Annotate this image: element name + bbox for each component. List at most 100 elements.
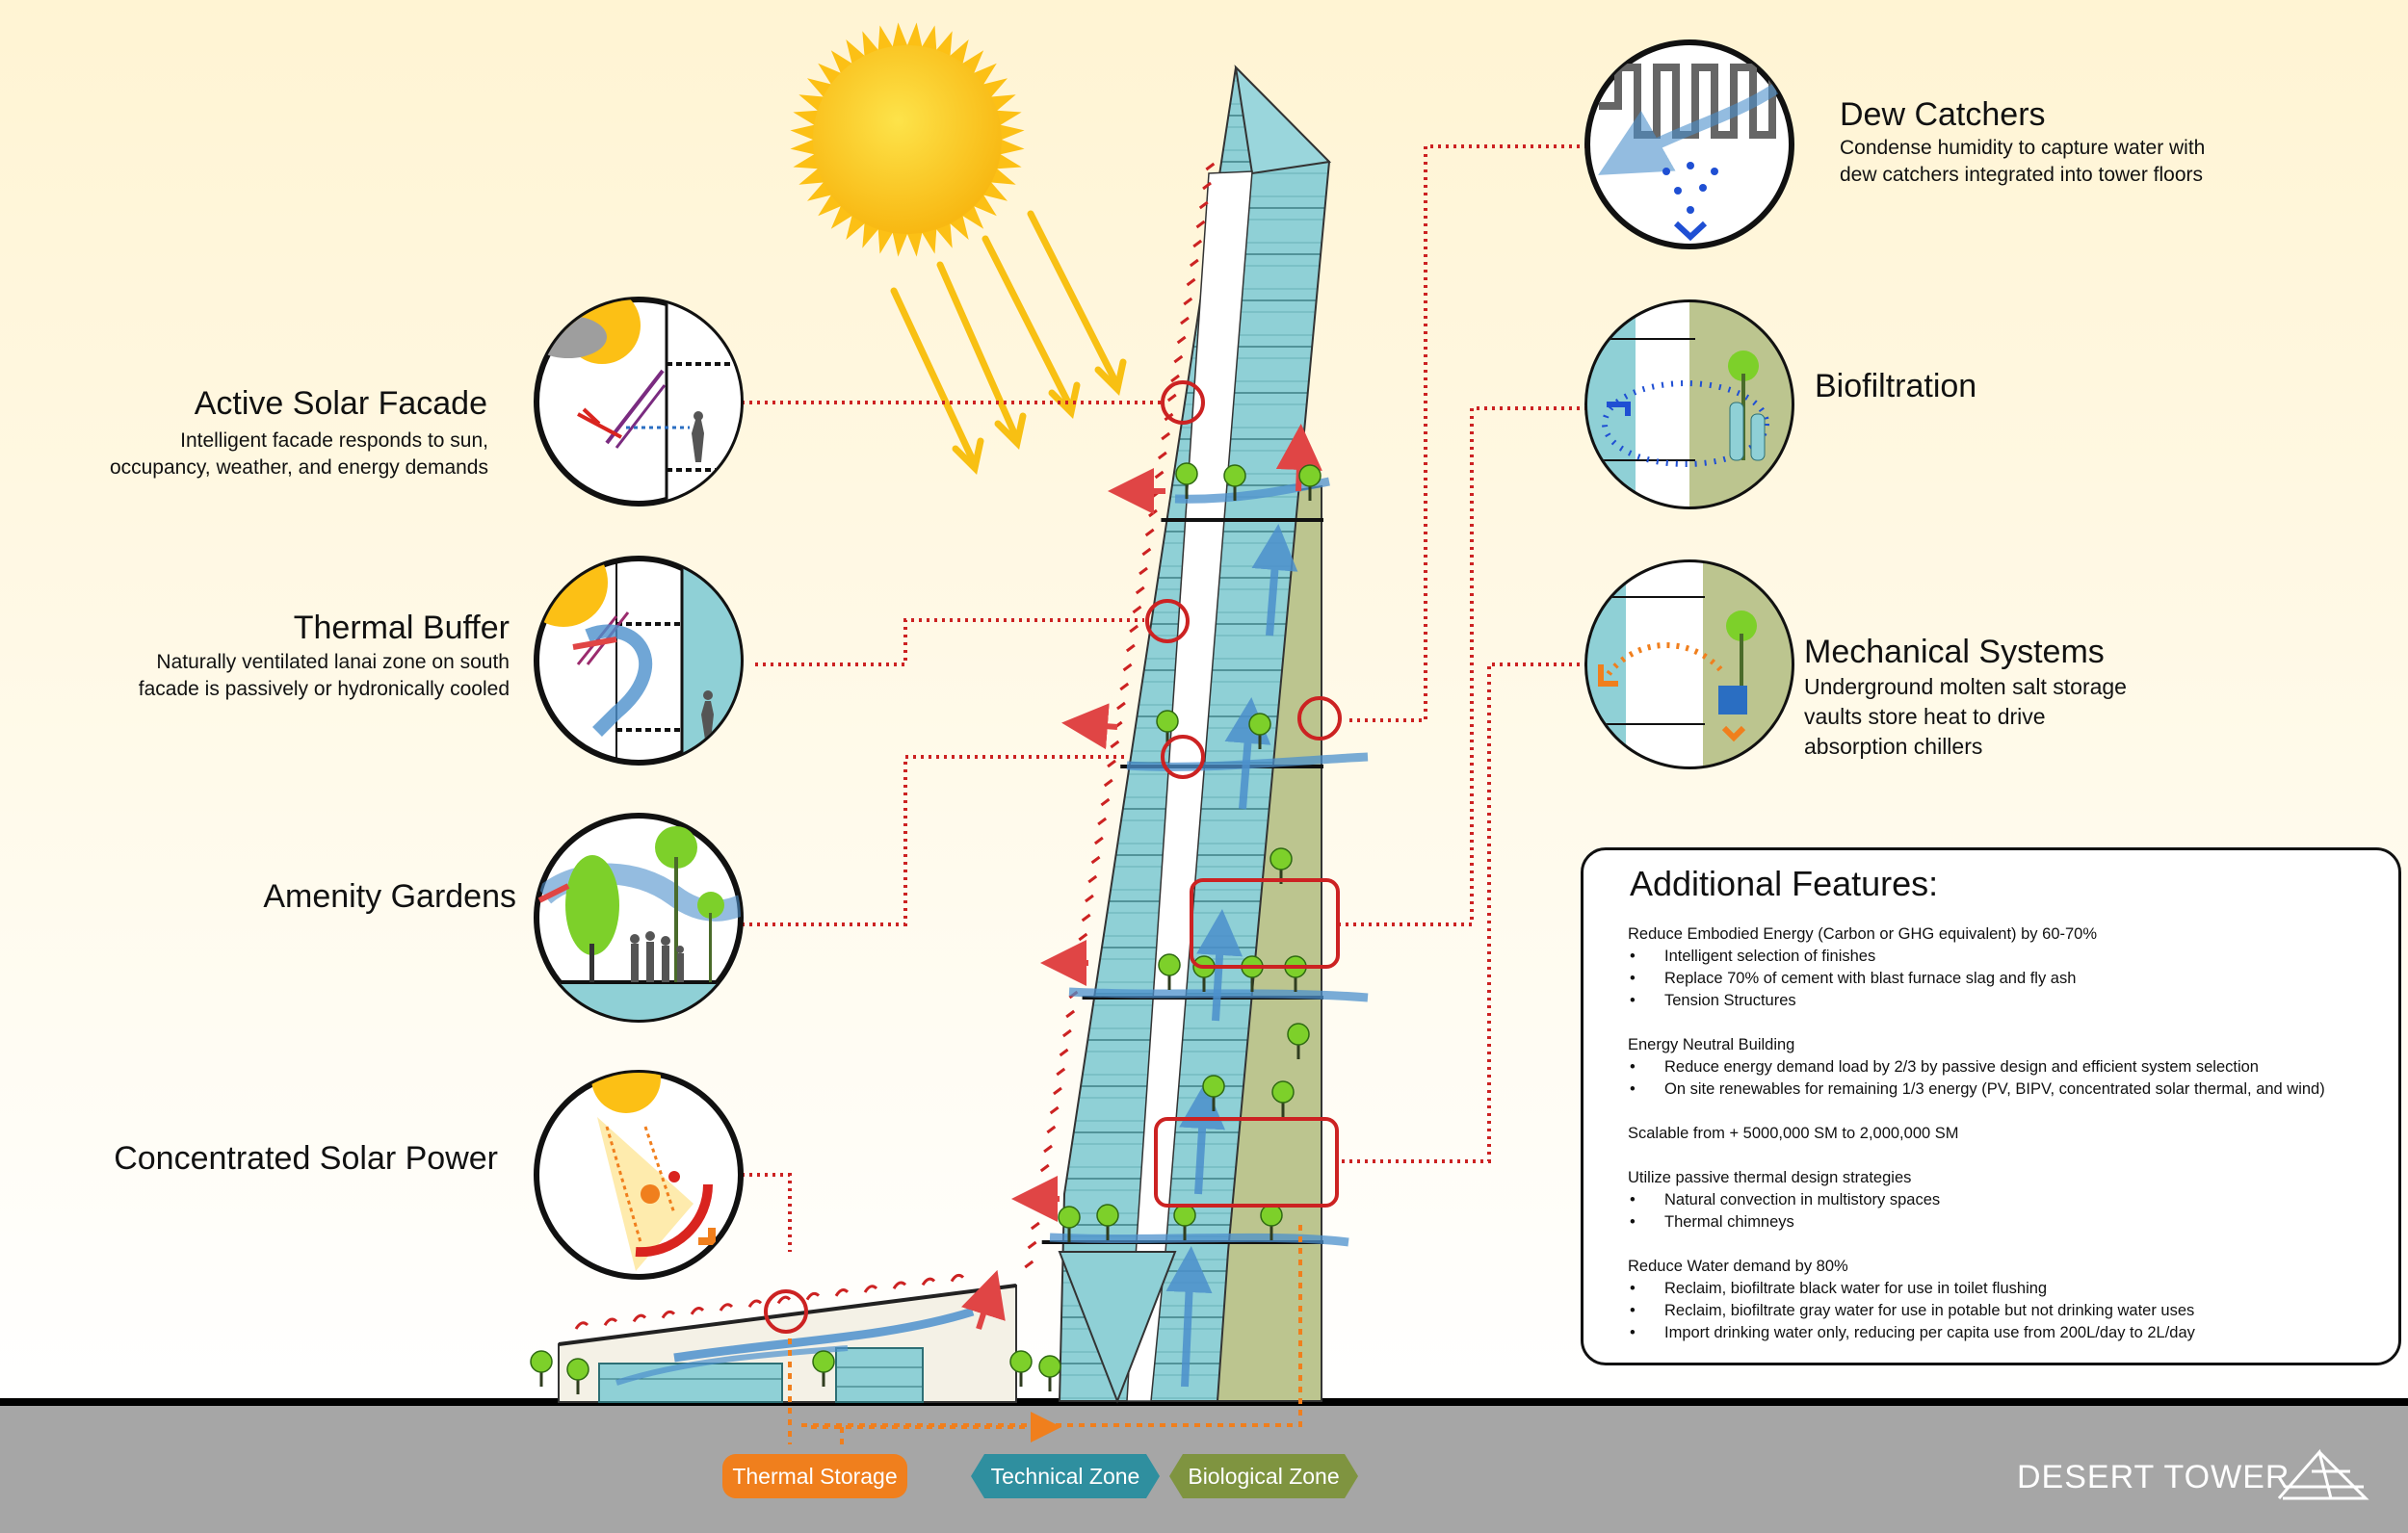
- sunshade-fin: [1093, 836, 1104, 845]
- sunshade-fin: [1039, 1163, 1050, 1173]
- sunshade-fin: [1046, 1125, 1057, 1134]
- sunshade-fin: [1198, 200, 1209, 210]
- feature-group: Reduce Water demand by 80% Reclaim, biofi…: [1628, 1256, 2379, 1344]
- mechanical-systems-line-2: vaults store heat to drive: [1804, 704, 2046, 729]
- sunshade-fin: [1043, 1144, 1053, 1154]
- sunshade-fin: [1107, 759, 1116, 768]
- podium-building: [558, 1273, 1017, 1403]
- tree-icon: [1175, 462, 1198, 499]
- sunshade-fin: [1161, 431, 1171, 441]
- sunshade-fin: [1085, 894, 1094, 903]
- feature-heading: Utilize passive thermal design strategie…: [1628, 1169, 1912, 1186]
- sunshade-fin: [574, 1321, 589, 1330]
- tree-icon: [1009, 1350, 1033, 1387]
- feature-group: Utilize passive thermal design strategie…: [1628, 1167, 2379, 1234]
- feature-bullet: Reclaim, biofiltrate gray water for use …: [1628, 1300, 2379, 1322]
- sunshade-fin: [892, 1281, 907, 1290]
- feature-bullet: Tension Structures: [1628, 990, 2379, 1012]
- tree-icon: [1287, 1023, 1310, 1059]
- feature-heading: Reduce Water demand by 80%: [1628, 1258, 1848, 1275]
- sunshade-fin: [834, 1288, 850, 1297]
- tree-icon: [1271, 1080, 1295, 1117]
- sunshade-fin: [921, 1277, 936, 1286]
- feature-bullet: Reduce energy demand load by 2/3 by pass…: [1628, 1056, 2379, 1078]
- sunshade-fin: [1132, 605, 1142, 614]
- sunshade-fin: [1030, 1221, 1040, 1231]
- thermal-buffer-line-1: Naturally ventilated lanai zone on south: [156, 651, 510, 673]
- dew-catchers-title: Dew Catchers: [1840, 96, 2046, 133]
- sunshade-fin: [1122, 663, 1133, 672]
- sunshade-fin: [1061, 1028, 1072, 1038]
- sunshade-fin: [1059, 1048, 1069, 1057]
- feature-bullet: Thermal chimneys: [1628, 1211, 2379, 1234]
- sun-icon: [790, 22, 1025, 257]
- desert-tower-brand: DESERT TOWER: [2017, 1459, 2290, 1495]
- highlight-markers: [764, 380, 1342, 1334]
- tree-icon: [1298, 464, 1322, 501]
- feature-heading: Energy Neutral Building: [1628, 1036, 1795, 1053]
- sunshade-fin: [1139, 566, 1148, 576]
- sunshade-fin: [661, 1310, 676, 1319]
- feature-bullet: On site renewables for remaining 1/3 ene…: [1628, 1078, 2379, 1101]
- mechanical-systems-line-3: absorption chillers: [1804, 734, 1983, 759]
- amenity-gardens-title: Amenity Gardens: [263, 878, 516, 915]
- feature-bullets: Reclaim, biofiltrate black water for use…: [1628, 1278, 2379, 1344]
- sunshade-fin: [1027, 1240, 1037, 1250]
- sunshade-fin: [1103, 778, 1113, 788]
- biofiltration-title: Biofiltration: [1815, 368, 1977, 404]
- additional-features-panel: Additional Features: Reduce Embodied Ene…: [1581, 847, 2401, 1365]
- sunshade-fin: [1205, 162, 1216, 171]
- sunshade-fin: [1192, 239, 1203, 248]
- feature-heading: Scalable from + 5000,000 SM to 2,000,000…: [1628, 1125, 1959, 1142]
- tree-icon: [1156, 710, 1179, 746]
- additional-features-list: Reduce Embodied Energy (Carbon or GHG eq…: [1628, 923, 2379, 1366]
- sunshade-fin: [1065, 1009, 1076, 1019]
- callout-concentrated-solar-power: [534, 1070, 744, 1280]
- sunshade-fin: [1157, 451, 1167, 460]
- sunshade-fin: [1183, 297, 1193, 306]
- concentrated-solar-power-title: Concentrated Solar Power: [114, 1140, 498, 1177]
- sunshade-fin: [1090, 855, 1101, 865]
- sunshade-fin: [1087, 874, 1098, 884]
- active-solar-facade-line-2: occupancy, weather, and energy demands: [109, 456, 488, 479]
- mechanical-systems-desc: Underground molten salt storage vaults s…: [1804, 672, 2228, 762]
- sunshade-fin: [1097, 817, 1108, 826]
- sunshade-fin: [1202, 181, 1212, 191]
- thermal-storage-label: Thermal Storage: [722, 1454, 907, 1498]
- tower: [530, 65, 1369, 1404]
- feature-bullet: Natural convection in multistory spaces: [1628, 1189, 2379, 1211]
- sunshade-fin: [747, 1299, 763, 1309]
- feature-bullets: Intelligent selection of finishesReplace…: [1628, 946, 2379, 1012]
- sunshade-fin: [719, 1303, 734, 1312]
- sunshade-fin: [1189, 258, 1199, 268]
- sunshade-fin: [1081, 913, 1091, 922]
- tree-icon: [566, 1358, 589, 1394]
- desert-tower-logo-icon: [2277, 1448, 2369, 1500]
- sunshade-fin: [1170, 374, 1180, 383]
- feature-bullets: Natural convection in multistory spacesT…: [1628, 1189, 2379, 1234]
- thermal-buffer-line-2: facade is passively or hydronically cool…: [138, 678, 510, 700]
- sunshade-fin: [805, 1291, 821, 1301]
- sunshade-fin: [1135, 585, 1145, 595]
- tree-icon: [1058, 1206, 1081, 1242]
- active-solar-facade-title: Active Solar Facade: [194, 385, 487, 422]
- sunshade-fin: [1110, 740, 1120, 749]
- callout-dew-catchers: [1584, 39, 1794, 249]
- sunshade-fin: [863, 1285, 878, 1293]
- tree-icon: [1202, 1075, 1225, 1111]
- sunshade-fin: [1056, 1067, 1066, 1077]
- sun-ray-arrows: [890, 210, 1127, 476]
- sunshade-fin: [1195, 220, 1206, 229]
- leader-lines: [742, 144, 1587, 1252]
- mechanical-systems-title: Mechanical Systems: [1804, 634, 2105, 670]
- technical-zone-label: Technical Zone: [971, 1454, 1160, 1498]
- sunshade-fin: [1176, 335, 1187, 345]
- thermal-buffer-title: Thermal Buffer: [293, 610, 510, 646]
- thermal-buffer-desc: Naturally ventilated lanai zone on south…: [9, 649, 510, 703]
- dew-catchers-line-1: Condense humidity to capture water with: [1840, 137, 2206, 159]
- sunshade-fin: [1078, 932, 1088, 942]
- sunshade-fin: [1180, 316, 1190, 325]
- sunshade-fin: [1166, 393, 1177, 403]
- sunshade-fin: [1024, 1260, 1034, 1269]
